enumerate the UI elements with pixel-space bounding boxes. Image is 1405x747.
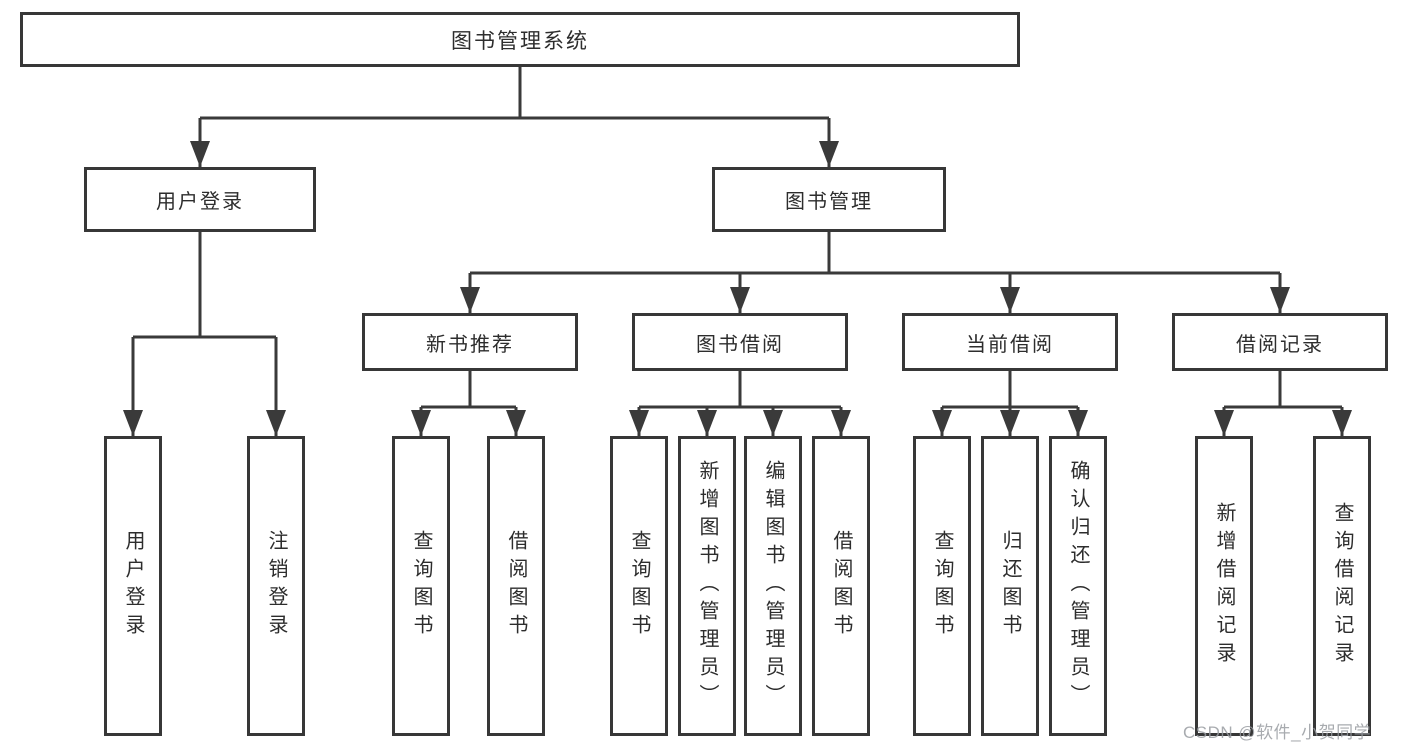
connector-borrow-records-trunk xyxy=(1224,371,1342,409)
node-new-book-recommend: 新书推荐 xyxy=(362,313,578,371)
leaf-logout: 注销登录 xyxy=(247,436,305,736)
csdn-watermark: CSDN @软件_小贺同学 xyxy=(1183,723,1372,742)
connector-user-login-trunk xyxy=(133,232,276,339)
leaf-add-book-admin-label: 新增图书（管理员） xyxy=(696,460,718,712)
node-book-borrow: 图书借阅 xyxy=(632,313,848,371)
leaf-return-books-label: 归还图书 xyxy=(999,530,1021,642)
leaf-edit-book-admin: 编辑图书（管理员） xyxy=(744,436,802,736)
leaf-query-books-recommend-label: 查询图书 xyxy=(410,530,432,642)
connector-book-management-trunk xyxy=(470,232,1280,275)
leaf-user-login: 用户登录 xyxy=(104,436,162,736)
leaf-query-books-current: 查询图书 xyxy=(913,436,971,736)
leaf-query-books-borrow: 查询图书 xyxy=(610,436,668,736)
leaf-edit-book-admin-label: 编辑图书（管理员） xyxy=(762,460,784,712)
connector-current-borrow-trunk xyxy=(942,371,1078,409)
connector-root-trunk xyxy=(200,67,829,120)
leaf-add-borrow-record-label: 新增借阅记录 xyxy=(1213,502,1235,670)
leaf-user-login-label: 用户登录 xyxy=(122,530,144,642)
leaf-borrow-books-label: 借阅图书 xyxy=(830,530,852,642)
connector-recommend-trunk xyxy=(421,371,516,409)
leaf-confirm-return-admin-label: 确认归还（管理员） xyxy=(1067,460,1089,712)
connector-book-borrow-trunk xyxy=(639,371,841,409)
node-book-management: 图书管理 xyxy=(712,167,946,232)
leaf-add-book-admin: 新增图书（管理员） xyxy=(678,436,736,736)
leaf-query-books-recommend: 查询图书 xyxy=(392,436,450,736)
leaf-logout-label: 注销登录 xyxy=(265,530,287,642)
leaf-borrow-books-recommend: 借阅图书 xyxy=(487,436,545,736)
leaf-borrow-books-recommend-label: 借阅图书 xyxy=(505,530,527,642)
node-current-borrow: 当前借阅 xyxy=(902,313,1118,371)
node-borrow-records: 借阅记录 xyxy=(1172,313,1388,371)
leaf-add-borrow-record: 新增借阅记录 xyxy=(1195,436,1253,736)
node-root-library-system: 图书管理系统 xyxy=(20,12,1020,67)
leaf-return-books: 归还图书 xyxy=(981,436,1039,736)
leaf-query-borrow-record: 查询借阅记录 xyxy=(1313,436,1371,736)
leaf-borrow-books: 借阅图书 xyxy=(812,436,870,736)
node-user-login: 用户登录 xyxy=(84,167,316,232)
leaf-confirm-return-admin: 确认归还（管理员） xyxy=(1049,436,1107,736)
leaf-query-books-current-label: 查询图书 xyxy=(931,530,953,642)
leaf-query-books-borrow-label: 查询图书 xyxy=(628,530,650,642)
leaf-query-borrow-record-label: 查询借阅记录 xyxy=(1331,502,1353,670)
